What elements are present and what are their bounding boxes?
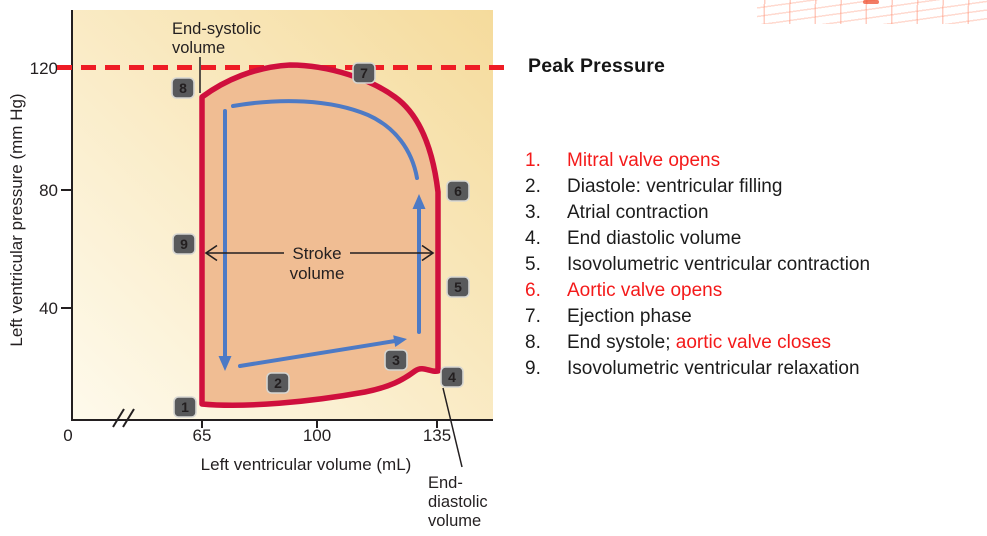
axes-lines [71, 10, 493, 421]
svg-text:4: 4 [448, 369, 456, 385]
stroke-volume-arrow [204, 244, 435, 262]
legend-item-text: Isovolumetric ventricular relaxation [567, 358, 860, 379]
phase-legend-list: 1. Mitral valve opens 2. Diastole: ventr… [525, 148, 975, 382]
y-tick-label-80: 80 [39, 181, 58, 200]
legend-item-text: End systole; [567, 332, 676, 353]
legend-item-1: 1. Mitral valve opens [525, 148, 975, 174]
legend-item-number: 7. [525, 306, 541, 327]
stroke-volume-label-line1: Stroke [292, 244, 341, 263]
arrowheads-blue [218, 194, 426, 371]
end-diastolic-label-line1: End- [428, 474, 463, 492]
loop-point-badge-4: 4 [440, 366, 464, 388]
loop-point-badge-5: 5 [446, 276, 470, 298]
svg-text:5: 5 [454, 279, 462, 295]
loop-point-badge-8: 8 [171, 77, 195, 99]
svg-text:6: 6 [454, 183, 462, 199]
y-tick-label-120: 120 [30, 59, 58, 78]
loop-point-badges: 1 2 3 4 5 6 7 [171, 62, 470, 418]
loop-point-badge-2: 2 [266, 372, 290, 394]
legend-item-text: End diastolic volume [567, 228, 742, 249]
loop-point-badge-1: 1 [173, 396, 197, 418]
legend-item-text: Ejection phase [567, 306, 692, 327]
svg-text:3: 3 [392, 352, 400, 368]
legend-item-2: 2. Diastole: ventricular filling [525, 174, 975, 200]
loop-point-badge-9: 9 [172, 233, 196, 255]
x-axis-break [112, 408, 135, 428]
legend-item-6: 6. Aortic valve opens [525, 278, 975, 304]
right-arrowhead [393, 335, 407, 347]
legend-item-3: 3. Atrial contraction [525, 200, 975, 226]
svg-text:9: 9 [180, 236, 188, 252]
svg-text:7: 7 [360, 65, 368, 81]
legend-item-text: Mitral valve opens [567, 150, 721, 171]
up-arrowhead [412, 194, 426, 209]
loop-point-badge-3: 3 [384, 349, 408, 371]
end-systolic-label-line1: End-systolic [172, 20, 261, 38]
x-tick-label-65: 65 [193, 426, 212, 445]
right-chevron-arrowhead [421, 244, 435, 262]
svg-text:8: 8 [179, 80, 187, 96]
x-tick-label-0: 0 [63, 426, 72, 445]
legend-item-number: 4. [525, 228, 541, 249]
peak-pressure-label: Peak Pressure [528, 55, 666, 77]
x-axis-ticks [201, 420, 438, 428]
legend-item-number: 8. [525, 332, 541, 353]
legend-item-text: Atrial contraction [567, 202, 709, 223]
y-tick-label-40: 40 [39, 299, 58, 318]
legend-item-number: 6. [525, 280, 541, 301]
legend-item-9: 9. Isovolumetric ventricular relaxation [525, 356, 975, 382]
legend-item-text: Aortic valve opens [567, 280, 723, 301]
loop-point-badge-7: 7 [352, 62, 376, 84]
down-arrowhead [218, 356, 232, 371]
pv-loop-chart: 120 80 40 0 65 100 135 Left ventricular … [7, 10, 512, 530]
legend-item-number: 2. [525, 176, 541, 197]
left-chevron-arrowhead [204, 244, 218, 262]
legend-item-text: Diastole: ventricular filling [567, 176, 783, 197]
flow-direction-arrows [223, 99, 421, 368]
svg-text:2: 2 [274, 375, 282, 391]
legend-item-4: 4. End diastolic volume [525, 226, 975, 252]
ejection-curve-arrow [231, 99, 419, 180]
x-tick-label-135: 135 [423, 426, 451, 445]
legend-item-text-red: aortic valve closes [675, 332, 832, 353]
stroke-volume-label-line2: volume [290, 264, 345, 283]
x-tick-label-100: 100 [303, 426, 331, 445]
filling-arrow [238, 339, 397, 368]
end-systolic-label-line2: volume [172, 39, 225, 57]
y-axis-ticks [61, 67, 72, 309]
annotation-panel: Peak Pressure 1. Mitral valve opens 2. D… [520, 0, 987, 536]
legend-item-number: 9. [525, 358, 541, 379]
pv-loop-curve [199, 62, 441, 408]
legend-item-text: Isovolumetric ventricular contraction [567, 254, 871, 275]
end-diastolic-pointer-line [442, 387, 463, 468]
end-diastolic-label-line3: volume [428, 512, 481, 530]
legend-item-8: 8. End systole; aortic valve closes [525, 330, 975, 356]
svg-text:1: 1 [181, 399, 189, 415]
loop-point-badge-6: 6 [446, 180, 470, 202]
legend-item-number: 5. [525, 254, 541, 275]
x-axis-title: Left ventricular volume (mL) [201, 455, 412, 474]
legend-item-number: 1. [525, 150, 541, 171]
legend-item-5: 5. Isovolumetric ventricular contraction [525, 252, 975, 278]
y-axis-title: Left ventricular pressure (mm Hg) [7, 93, 26, 346]
end-diastolic-label-line2: diastolic [428, 493, 488, 511]
legend-item-number: 3. [525, 202, 541, 223]
legend-item-7: 7. Ejection phase [525, 304, 975, 330]
